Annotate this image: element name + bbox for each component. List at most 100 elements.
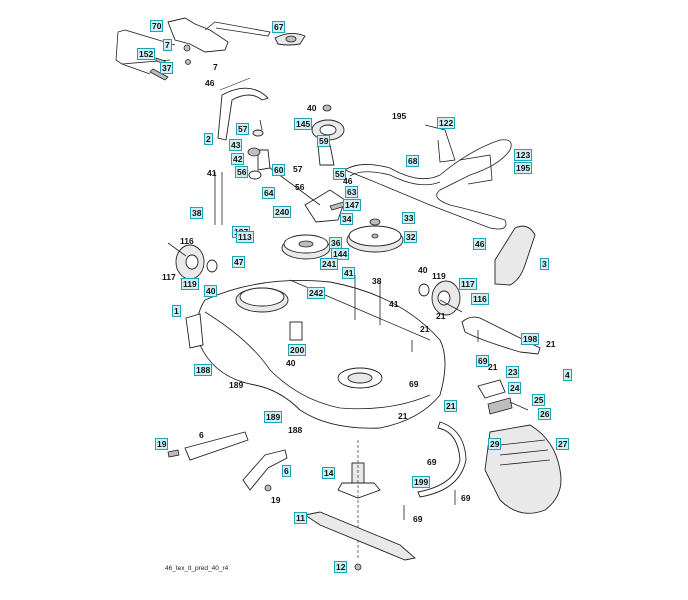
part-label-241: 241 bbox=[320, 258, 339, 270]
part-label-56: 56 bbox=[235, 166, 249, 178]
part-label-117: 117 bbox=[459, 278, 477, 290]
part-label-189: 189 bbox=[229, 380, 244, 390]
part-label-6: 6 bbox=[199, 430, 204, 440]
part-label-144: 144 bbox=[331, 248, 350, 260]
part-label-4: 4 bbox=[563, 369, 572, 381]
part-label-123: 123 bbox=[514, 149, 533, 161]
mower-deck bbox=[185, 279, 446, 429]
part-label-41: 41 bbox=[389, 299, 399, 309]
part-label-119: 119 bbox=[432, 271, 446, 281]
part-label-56: 56 bbox=[295, 182, 305, 192]
part-label-122: 122 bbox=[437, 117, 456, 129]
part-label-57: 57 bbox=[293, 164, 303, 174]
part-label-242: 242 bbox=[307, 287, 326, 299]
part-label-7: 7 bbox=[213, 62, 218, 72]
part-label-188: 188 bbox=[288, 425, 303, 435]
part-label-199: 199 bbox=[412, 476, 431, 488]
deflector-right bbox=[494, 225, 536, 286]
discharge-chute-27 bbox=[484, 424, 562, 514]
part-label-145: 145 bbox=[294, 118, 313, 130]
spindle-pulley-left bbox=[281, 234, 331, 260]
part-label-40: 40 bbox=[307, 103, 317, 113]
part-label-46: 46 bbox=[343, 176, 353, 186]
part-label-116: 116 bbox=[180, 236, 194, 246]
part-label-198: 198 bbox=[521, 333, 540, 345]
lift-bracket bbox=[167, 17, 271, 65]
part-label-69: 69 bbox=[409, 379, 419, 389]
part-label-24: 24 bbox=[508, 382, 522, 394]
part-label-2: 2 bbox=[204, 133, 213, 145]
part-label-14: 14 bbox=[322, 467, 336, 479]
part-label-152: 152 bbox=[137, 48, 156, 60]
idler-assembly bbox=[247, 104, 353, 223]
part-label-40: 40 bbox=[204, 285, 218, 297]
part-label-6: 6 bbox=[282, 465, 291, 477]
part-label-41: 41 bbox=[207, 168, 217, 178]
part-label-3: 3 bbox=[540, 258, 549, 270]
part-label-12: 12 bbox=[334, 561, 348, 573]
diagram-caption: 46_tex_lt_pred_40_r4 bbox=[165, 565, 229, 572]
part-label-69: 69 bbox=[427, 457, 437, 467]
part-label-46: 46 bbox=[473, 238, 487, 250]
gauge-wheel-right bbox=[418, 280, 463, 316]
part-label-29: 29 bbox=[488, 438, 502, 450]
belt-guides bbox=[424, 124, 493, 185]
part-label-59: 59 bbox=[317, 135, 331, 147]
part-label-63: 63 bbox=[345, 186, 359, 198]
hanger-bracket-right bbox=[242, 449, 288, 492]
part-label-26: 26 bbox=[538, 408, 552, 420]
part-label-19: 19 bbox=[155, 438, 169, 450]
part-label-38: 38 bbox=[190, 207, 204, 219]
part-label-57: 57 bbox=[236, 123, 250, 135]
part-label-117: 117 bbox=[162, 272, 176, 282]
part-label-25: 25 bbox=[532, 394, 546, 406]
part-label-21: 21 bbox=[488, 362, 498, 372]
part-label-189: 189 bbox=[264, 411, 283, 423]
part-label-70: 70 bbox=[150, 20, 164, 32]
part-label-240: 240 bbox=[273, 206, 292, 218]
part-label-55: 55 bbox=[333, 168, 347, 180]
part-label-23: 23 bbox=[506, 366, 520, 378]
part-label-11: 11 bbox=[294, 512, 307, 524]
part-label-1: 1 bbox=[172, 305, 181, 317]
part-label-33: 33 bbox=[402, 212, 416, 224]
part-label-116: 116 bbox=[471, 293, 489, 305]
knob bbox=[274, 33, 306, 46]
part-label-67: 67 bbox=[272, 21, 286, 33]
mower-blade bbox=[303, 511, 416, 571]
part-label-42: 42 bbox=[231, 153, 245, 165]
part-label-21: 21 bbox=[546, 339, 556, 349]
part-label-21: 21 bbox=[436, 311, 446, 321]
chute-bracket-23 bbox=[477, 379, 529, 415]
part-label-32: 32 bbox=[404, 231, 418, 243]
part-label-60: 60 bbox=[272, 164, 286, 176]
part-label-34: 34 bbox=[340, 213, 354, 225]
deflector-left bbox=[217, 77, 269, 141]
part-label-38: 38 bbox=[372, 276, 382, 286]
trim-strip-199 bbox=[417, 421, 467, 498]
part-label-7: 7 bbox=[163, 39, 172, 51]
part-label-37: 37 bbox=[160, 62, 174, 74]
hardware-bolts bbox=[214, 172, 479, 520]
part-label-46: 46 bbox=[205, 78, 215, 88]
part-label-147: 147 bbox=[343, 199, 362, 211]
part-label-113: 113 bbox=[236, 231, 254, 243]
spindle-pulley-right bbox=[346, 218, 404, 253]
part-label-27: 27 bbox=[556, 438, 570, 450]
part-label-43: 43 bbox=[229, 139, 243, 151]
part-label-188: 188 bbox=[194, 364, 213, 376]
baffle-198 bbox=[461, 316, 541, 355]
part-label-40: 40 bbox=[286, 358, 296, 368]
part-label-69: 69 bbox=[461, 493, 471, 503]
part-label-47: 47 bbox=[232, 256, 246, 268]
part-label-69: 69 bbox=[413, 514, 423, 524]
part-label-200: 200 bbox=[288, 344, 307, 356]
cable-assembly bbox=[115, 29, 176, 81]
part-label-195: 195 bbox=[392, 111, 407, 121]
part-label-40: 40 bbox=[418, 265, 428, 275]
part-label-119: 119 bbox=[181, 278, 199, 290]
part-label-64: 64 bbox=[262, 187, 276, 199]
part-label-21: 21 bbox=[420, 324, 430, 334]
hanger-bracket-left bbox=[167, 431, 249, 461]
